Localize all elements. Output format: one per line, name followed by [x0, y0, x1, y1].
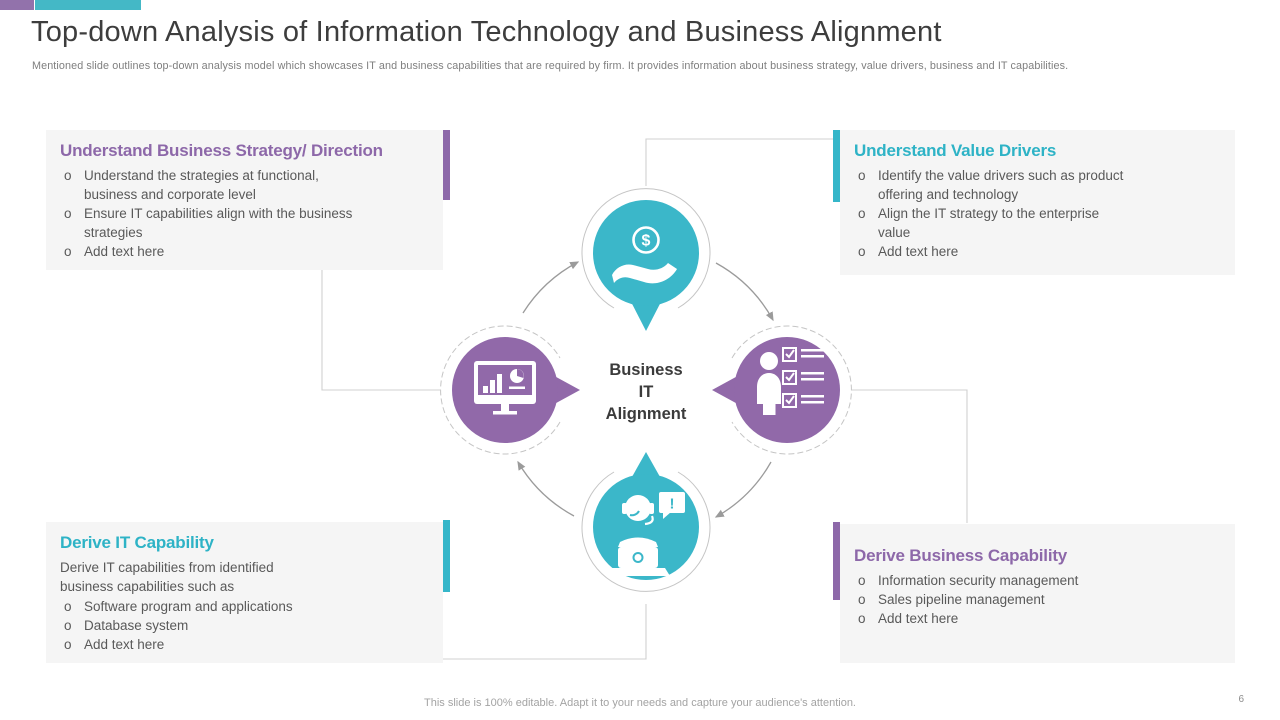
decorative-rings: [440, 188, 852, 592]
box-business-strategy: Understand Business Strategy/ Direction …: [46, 130, 443, 270]
box-heading: Understand Value Drivers: [854, 141, 1057, 160]
connector-top-right: [645, 138, 836, 186]
list-item: o Ensure IT capabilities align with the b…: [60, 204, 429, 242]
svg-text:$: $: [642, 233, 651, 250]
value-circle-top: $: [593, 200, 699, 331]
bullet-text: Add text here: [84, 637, 165, 652]
list-item: o Sales pipeline management: [854, 590, 1221, 609]
box-value-drivers: Understand Value Drivers o Identify the v…: [840, 130, 1235, 275]
corner-accent-purple: [0, 0, 34, 10]
bullet-list: o Understand the strategies at functional…: [60, 166, 429, 261]
list-item: o Information security management: [854, 571, 1221, 590]
bullet-text: Information security management: [878, 573, 1079, 588]
bullet-marker: o: [64, 168, 72, 183]
cycle-arrows: [517, 261, 774, 518]
center-label: Business IT Alignment: [566, 359, 726, 425]
analytics-monitor-icon: [474, 361, 536, 415]
bullet-marker: o: [64, 206, 72, 221]
bullet-marker: o: [858, 244, 866, 259]
hand-dollar-icon: $: [612, 226, 677, 284]
alert-bubble-icon: !: [659, 492, 685, 519]
connector-top-left: [321, 270, 440, 391]
list-item: o Software program and applications: [60, 597, 429, 616]
box-it-capability: Derive IT Capability Derive IT capabilit…: [46, 522, 443, 663]
bullet-text: Add text here: [878, 244, 959, 259]
bullet-marker: o: [64, 599, 72, 614]
list-item: o Add text here: [854, 609, 1221, 628]
bullet-text: Add text here: [84, 244, 165, 259]
center-label-line: Business: [609, 361, 683, 379]
bullet-marker: o: [858, 168, 866, 183]
arrow-right-to-bottom: [714, 461, 772, 518]
analytics-circle-left: [452, 337, 580, 443]
box-business-capability: Derive Business Capability o Information …: [840, 524, 1235, 663]
accent-bar: [833, 130, 840, 202]
person-checklist-icon: [757, 347, 824, 415]
box-connectors: [321, 138, 968, 660]
bullet-text: Ensure IT capabilities align with the bu…: [84, 206, 353, 240]
bullet-text: Database system: [84, 618, 189, 633]
bullet-text: Identify the value drivers such as produ…: [878, 168, 1124, 202]
support-agent-icon: !: [606, 492, 685, 576]
box-heading: Derive IT Capability: [60, 533, 214, 552]
list-item: o Identify the value drivers such as prod…: [854, 166, 1221, 204]
drivers-circle-right: [712, 337, 840, 443]
bullet-marker: o: [858, 206, 866, 221]
center-label-line: Alignment: [605, 405, 687, 423]
bullet-text: Sales pipeline management: [878, 592, 1045, 607]
bullet-text: Understand the strategies at functional,…: [84, 168, 319, 202]
bullet-text: Add text here: [878, 611, 959, 626]
list-item: o Align the IT strategy to the enterprise…: [854, 204, 1221, 242]
box-heading: Derive Business Capability: [854, 546, 1068, 565]
alignment-diagram: $: [321, 138, 968, 660]
center-label-line: IT: [638, 383, 654, 401]
bullet-marker: o: [858, 573, 866, 588]
list-item: o Database system: [60, 616, 429, 635]
box-heading: Understand Business Strategy/ Direction: [60, 141, 383, 160]
connector-bottom-left: [443, 604, 647, 660]
connector-bottom-right: [852, 389, 968, 523]
page-number: 6: [1238, 694, 1244, 705]
list-item: o Add text here: [854, 242, 1221, 261]
accent-bar: [833, 522, 840, 600]
svg-text:!: !: [670, 496, 675, 513]
corner-accent-teal: [35, 0, 141, 10]
bullet-text: Align the IT strategy to the enterprise …: [878, 206, 1100, 240]
page-subtitle: Mentioned slide outlines top-down analys…: [32, 60, 1069, 72]
arrow-bottom-to-left: [517, 460, 575, 517]
bullet-marker: o: [858, 611, 866, 626]
bullet-text: Software program and applications: [84, 599, 293, 614]
accent-bar: [443, 130, 450, 200]
arrow-top-to-right: [715, 262, 774, 322]
list-item: o Understand the strategies at functional…: [60, 166, 429, 204]
bullet-marker: o: [64, 244, 72, 259]
bullet-marker: o: [858, 592, 866, 607]
bullet-marker: o: [64, 618, 72, 633]
page-title: Top-down Analysis of Information Technol…: [31, 16, 942, 48]
bullet-marker: o: [64, 637, 72, 652]
list-item: o Add text here: [60, 242, 429, 261]
list-item: o Add text here: [60, 635, 429, 654]
footer-note: This slide is 100% editable. Adapt it to…: [424, 697, 856, 709]
arrow-left-to-top: [522, 261, 580, 314]
capability-circle-bottom: !: [593, 452, 699, 580]
box-intro-text: Derive IT capabilities from identified b…: [60, 560, 274, 594]
accent-bar: [443, 520, 450, 592]
bullet-list: o Identify the value drivers such as prod…: [854, 166, 1221, 261]
